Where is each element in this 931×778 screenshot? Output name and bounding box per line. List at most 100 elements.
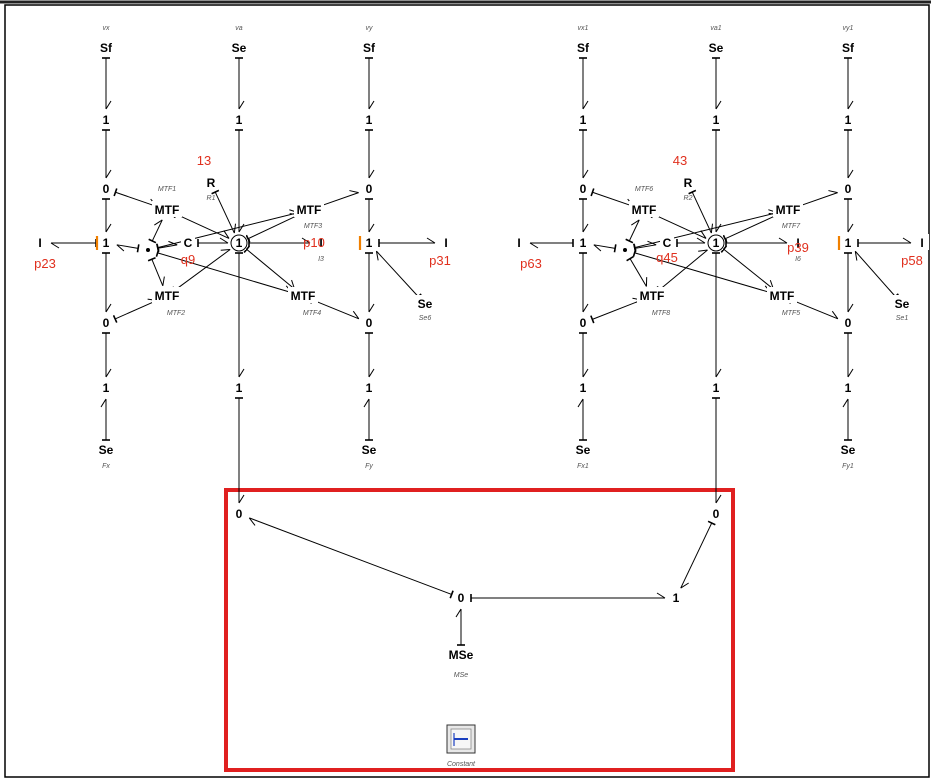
node-n_r1[interactable]: R [204, 174, 218, 190]
bond-n_j12-b_0L [235, 397, 245, 504]
node-n_fx[interactable]: Se [95, 441, 117, 457]
node-label: MSe [449, 648, 474, 662]
node-m_va[interactable]: Se [705, 39, 727, 55]
node-n_j4[interactable]: 0 [99, 180, 113, 196]
node-n_j13[interactable]: 1 [362, 379, 376, 395]
node-m_j4[interactable]: 0 [576, 180, 590, 196]
node-label: MTF [297, 203, 322, 217]
bond-m_Se1-m_J8 [854, 250, 899, 300]
node-m_i1[interactable]: I [512, 234, 526, 250]
node-m_vy[interactable]: Sf [837, 39, 859, 55]
node-b_0l[interactable]: 0 [232, 505, 246, 521]
node-n_se6[interactable]: Se [414, 295, 436, 311]
bond-n_va-n_j2 [235, 57, 245, 110]
bond-m_C-m_J7 [676, 237, 706, 247]
node-n_j11[interactable]: 1 [99, 379, 113, 395]
node-n_fy[interactable]: Se [358, 441, 380, 457]
node-m_mtf7[interactable]: MTF [773, 201, 803, 217]
node-label: MTF [770, 289, 795, 303]
node-label: 0 [103, 182, 110, 196]
node-b_mse[interactable]: MSe [446, 646, 476, 662]
constant-block[interactable]: Constant [446, 724, 476, 768]
node-m_j8[interactable]: 1 [837, 234, 855, 250]
bond-b_0R-b_1C [680, 520, 716, 589]
node-m_j2[interactable]: 1 [709, 111, 723, 127]
node-m_j3[interactable]: 1 [841, 111, 855, 127]
node-label: 1 [103, 381, 110, 395]
bond-m_Fy-m_j13 [842, 398, 852, 441]
node-m_j6[interactable]: 1 [576, 234, 590, 250]
bond-m_MTF6-m_J7 [650, 210, 707, 239]
node-m_mtf8[interactable]: MTF [637, 287, 667, 303]
node-n_j7[interactable]: 1 [230, 234, 248, 252]
node-m_mtf6[interactable]: MTF [629, 201, 659, 217]
node-n_i2[interactable]: I [439, 234, 453, 250]
node-label: Se [895, 297, 910, 311]
node-b_0c[interactable]: 0 [454, 589, 468, 605]
node-n_c[interactable]: C [181, 234, 195, 250]
node-n_j3[interactable]: 1 [362, 111, 376, 127]
node-sublabel: R1 [207, 195, 216, 202]
node-m_j10[interactable]: 0 [841, 314, 855, 330]
node-label: 1 [845, 113, 852, 127]
node-m_j5[interactable]: 0 [841, 180, 855, 196]
bond-m_J6-m_I1 [529, 239, 574, 249]
node-label: 1 [236, 236, 243, 250]
node-n_mtf1[interactable]: MTF [152, 201, 182, 217]
node-n_j5[interactable]: 0 [362, 180, 376, 196]
node-m_j11[interactable]: 1 [576, 379, 590, 395]
node-m_j7[interactable]: 1 [707, 234, 725, 252]
node-n_i1[interactable]: I [33, 234, 47, 250]
node-m_fx[interactable]: Se [572, 441, 594, 457]
node-m_i3[interactable]: I [791, 234, 805, 250]
node-n_va[interactable]: Se [228, 39, 250, 55]
node-n_mtf3[interactable]: MTF [294, 201, 324, 217]
node-m_j1[interactable]: 1 [576, 111, 590, 127]
node-sublabel: I3 [318, 256, 324, 263]
node-n_j1[interactable]: 1 [99, 111, 113, 127]
node-label: MTF [640, 289, 665, 303]
node-n_j2[interactable]: 1 [232, 111, 246, 127]
node-sublabel: I6 [795, 256, 801, 263]
node-n_j12[interactable]: 1 [232, 379, 246, 395]
node-b_1c[interactable]: 1 [669, 589, 683, 605]
node-label: Sf [842, 41, 855, 55]
node-m_j13[interactable]: 1 [841, 379, 855, 395]
node-n_vx[interactable]: Sf [95, 39, 117, 55]
node-sublabel: vx [103, 25, 111, 32]
node-n_j8[interactable]: 1 [358, 234, 376, 250]
node-label: 1 [580, 236, 587, 250]
node-n_j10[interactable]: 0 [362, 314, 376, 330]
bond-n_vy-n_j3 [365, 57, 375, 110]
node-label: MTF [632, 203, 657, 217]
node-n_i3[interactable]: I [314, 234, 328, 250]
node-n_mtf2[interactable]: MTF [152, 287, 182, 303]
node-m_se1[interactable]: Se [891, 295, 913, 311]
node-label: MTF [776, 203, 801, 217]
node-b_0r[interactable]: 0 [709, 505, 723, 521]
node-m_mtf5[interactable]: MTF [767, 287, 797, 303]
bond-n_j1-n_j4 [102, 129, 112, 179]
bond-n_j9-n_j11 [102, 332, 112, 378]
node-m_vx[interactable]: Sf [572, 39, 594, 55]
bond-m_j10-m_j13 [844, 332, 854, 378]
node-m_fy[interactable]: Se [837, 441, 859, 457]
annotation-p63: p63 [520, 256, 542, 271]
annotation-13: 13 [197, 153, 211, 168]
node-n_j9[interactable]: 0 [99, 314, 113, 330]
node-m_i2[interactable]: I [915, 234, 929, 250]
node-n_vy[interactable]: Sf [358, 39, 380, 55]
node-m_c[interactable]: C [660, 234, 674, 250]
bond-edges [50, 57, 912, 646]
bond-m_vx-m_j1 [579, 57, 589, 110]
node-label: I [920, 236, 923, 250]
node-n_j6[interactable]: 1 [95, 234, 113, 250]
node-n_mtf4[interactable]: MTF [288, 287, 318, 303]
node-m_j9[interactable]: 0 [576, 314, 590, 330]
signal-m_MTF8 [626, 255, 648, 287]
node-m_r[interactable]: R [681, 174, 695, 190]
bond-m_vy-m_j3 [844, 57, 854, 110]
node-m_j12[interactable]: 1 [709, 379, 723, 395]
bond-n_j5-n_J8 [365, 198, 375, 233]
bond-m_J7-m_I3 [725, 237, 788, 247]
